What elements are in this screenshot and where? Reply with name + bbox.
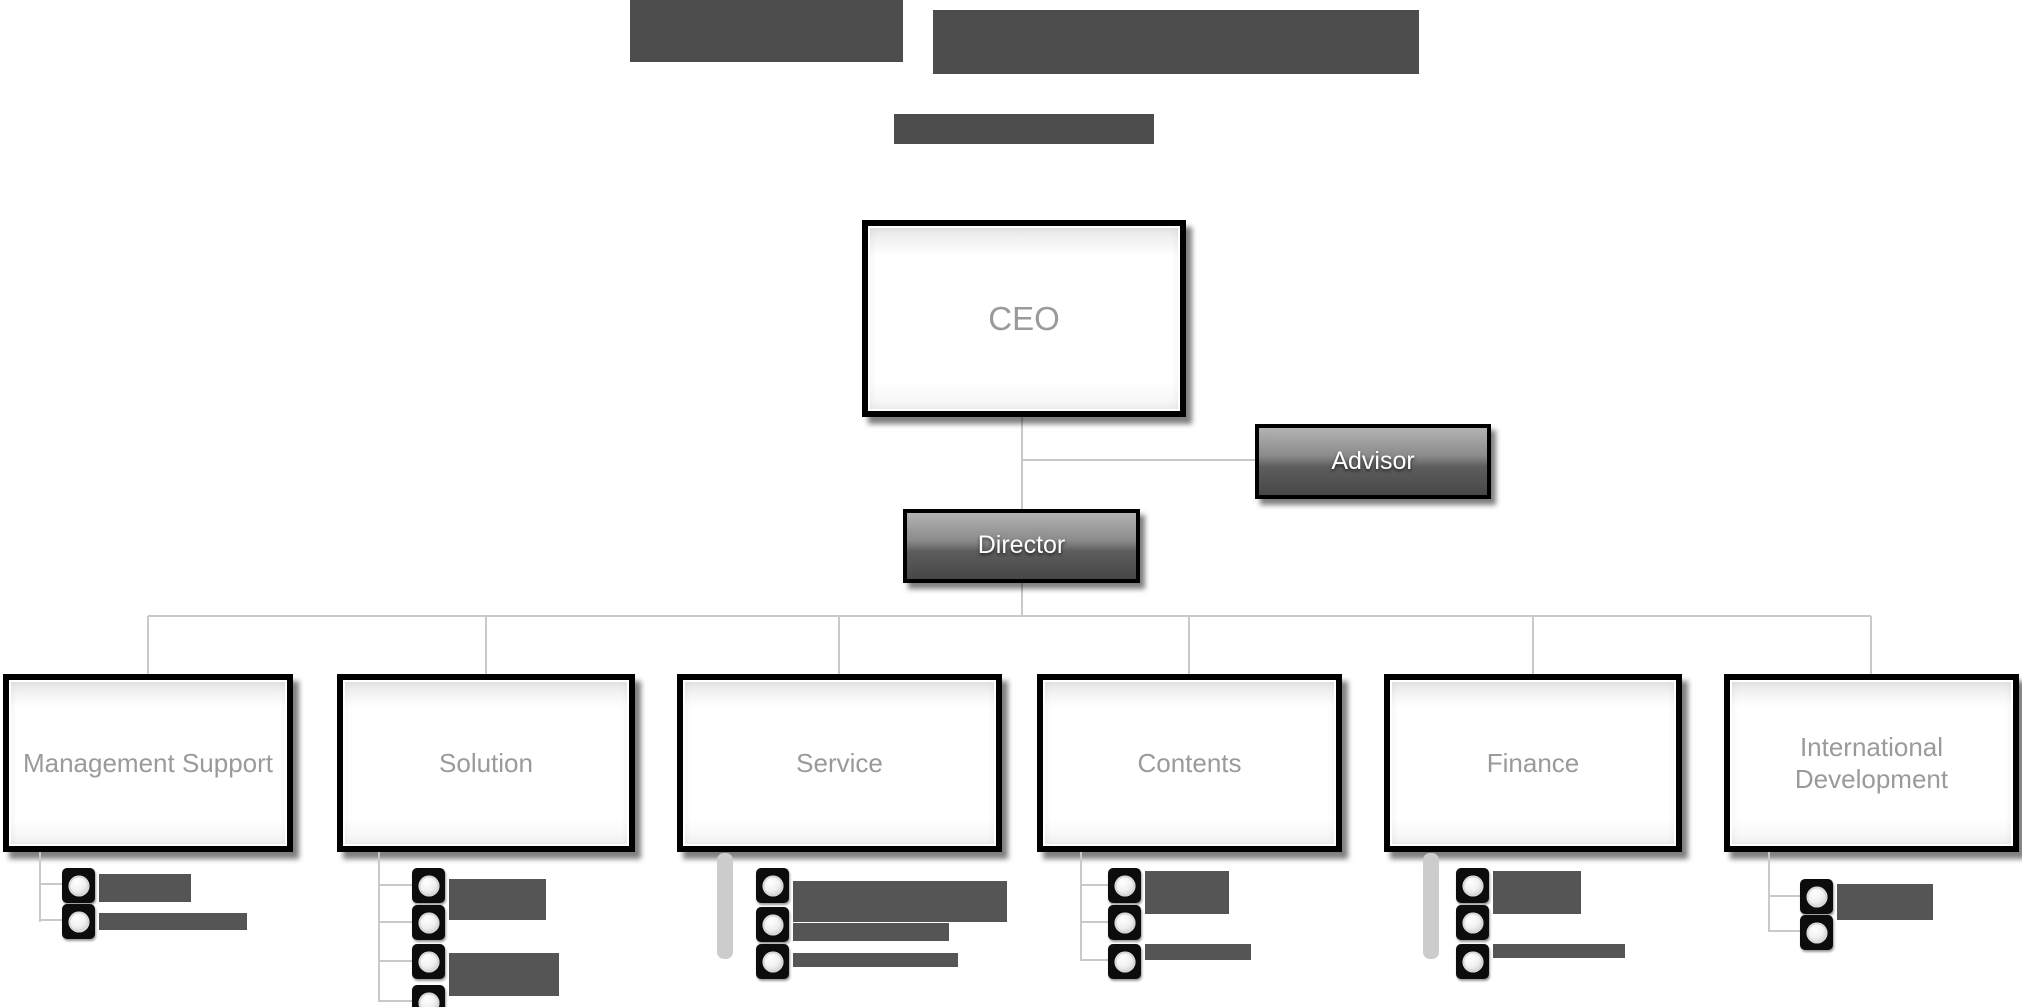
node-ceo: CEO [862,220,1186,417]
dept-label: Solution [439,747,533,778]
connector-advisor-branch [1022,459,1255,461]
node-dept-management-support: Management Support [3,674,293,852]
redacted-text-bar [449,879,546,920]
dept-label: Finance [1486,747,1580,778]
connector-director-rail [1021,583,1023,616]
redacted-text-bar [793,953,958,967]
redacted-text-bar [1145,944,1251,960]
node-advisor-label: Advisor [1331,446,1415,475]
redacted-title-segment-1 [630,0,903,62]
redacted-text-bar [99,874,191,902]
subtree-tick [1080,921,1108,923]
dept-label: International Development [1794,731,1949,795]
subtree-tick [1080,884,1108,886]
node-dept-solution: Solution [337,674,635,852]
subtree-tick [1080,959,1108,961]
person-bullet-icon [1800,915,1833,950]
subtree-tick [1768,895,1800,897]
person-bullet-icon [412,868,445,903]
node-director-label: Director [977,531,1066,560]
subtree-tick [378,1000,412,1002]
subtree-tick [39,919,62,921]
subtree-elbow-contents [1080,852,1082,960]
redacted-text-bar [1837,884,1933,920]
node-dept-finance: Finance [1384,674,1682,852]
connector-drop-contents [1188,616,1190,674]
subtree-tick [1768,930,1800,932]
node-dept-service: Service [677,674,1002,852]
redacted-subtitle-segment [894,114,1154,144]
person-bullet-icon [1108,944,1141,979]
person-bullet-icon [756,868,789,903]
node-director: Director [903,509,1140,583]
connector-drop-management-support [147,616,149,674]
redacted-text-bar [99,913,247,930]
person-bullet-icon [412,944,445,979]
person-bullet-icon [62,868,95,903]
subtree-tick [378,960,412,962]
subtree-tick [378,921,412,923]
node-dept-contents: Contents [1037,674,1342,852]
redacted-text-bar [449,953,559,996]
subtree-tick [378,884,412,886]
person-bullet-icon [412,905,445,940]
node-ceo-label: CEO [988,299,1060,337]
side-strip-finance [1423,853,1439,959]
subtree-tick [39,883,62,885]
connector-drop-solution [485,616,487,674]
connector-drop-finance [1532,616,1534,674]
person-bullet-icon [62,904,95,939]
dept-label: Service [796,747,883,778]
person-bullet-icon [1800,879,1833,914]
dept-label: Contents [1137,747,1242,778]
side-strip-service [717,853,733,959]
redacted-text-bar [793,881,1007,922]
person-bullet-icon [1456,944,1489,979]
person-bullet-icon [756,907,789,942]
person-bullet-icon [1456,868,1489,903]
redacted-text-bar [1493,944,1625,958]
subtree-elbow-solution [378,852,380,1002]
subtree-elbow-international [1768,852,1770,932]
redacted-text-bar [793,923,949,941]
redacted-title-segment-2 [933,10,1419,74]
node-dept-international-development: International Development [1724,674,2019,852]
connector-drop-international [1870,616,1872,674]
redacted-text-bar [1145,871,1229,914]
connector-rail [148,615,1871,617]
person-bullet-icon [1108,905,1141,940]
person-bullet-icon [756,944,789,979]
redacted-text-bar [1493,871,1581,914]
node-advisor: Advisor [1255,424,1491,499]
subtree-elbow-management-support [39,852,41,922]
person-bullet-icon [412,985,445,1007]
connector-drop-service [838,616,840,674]
person-bullet-icon [1108,868,1141,903]
connector-ceo-director [1021,417,1023,509]
dept-label: Management Support [22,747,274,778]
person-bullet-icon [1456,905,1489,940]
